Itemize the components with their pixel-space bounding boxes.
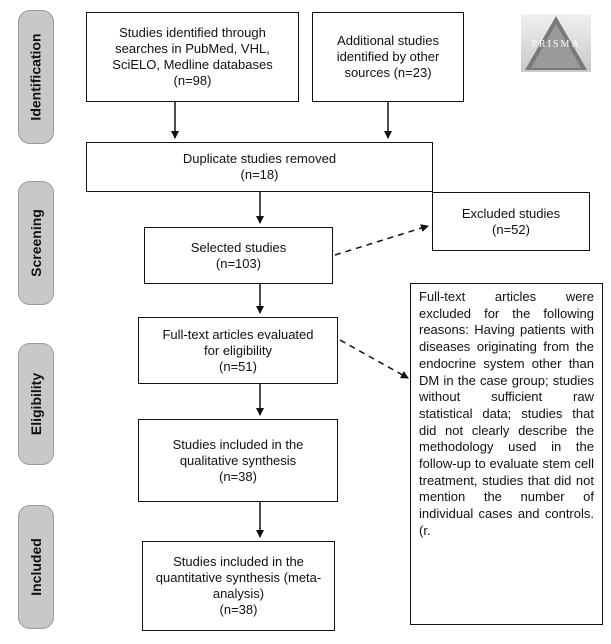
- box-excluded-line2: (n=52): [492, 221, 530, 237]
- box-identified-line2: searches in PubMed, VHL,: [115, 41, 270, 56]
- box-qualitative-line2: qualitative synthesis: [179, 452, 297, 468]
- box-additional-line3: sources (n=23): [344, 65, 432, 80]
- box-studies-identified: Studies identified through searches in P…: [86, 12, 299, 102]
- box-identified-line1: Studies identified through: [119, 25, 266, 40]
- box-fulltext-line2: for eligibility: [204, 342, 272, 358]
- box-additional-studies: Additional studies identified by other s…: [312, 12, 464, 102]
- box-selected-line1: Selected studies: [190, 239, 287, 255]
- box-selected-line2: (n=103): [215, 255, 262, 271]
- box-fulltext-evaluated: Full-text articles evaluated for eligibi…: [138, 317, 338, 384]
- stage-eligibility: Eligibility: [18, 343, 54, 465]
- box-fulltext-line3: (n=51): [219, 358, 257, 374]
- box-duplicates-line2: (n=18): [240, 167, 279, 182]
- prisma-triangle-icon: [525, 16, 587, 70]
- box-quantitative-line2: quantitative synthesis (meta-: [155, 570, 322, 585]
- box-quantitative-synthesis: Studies included in the quantitative syn…: [142, 541, 335, 631]
- box-selected-studies: Selected studies (n=103): [144, 227, 333, 284]
- prisma-logo-text: PRISMA: [531, 39, 581, 50]
- box-quantitative-line3: analysis): [212, 586, 265, 601]
- box-qualitative-synthesis: Studies included in the qualitative synt…: [138, 419, 338, 502]
- box-qualitative-line3: (n=38): [219, 468, 257, 484]
- box-identified-line3: SciELO, Medline databases: [112, 57, 273, 72]
- box-excluded-line1: Excluded studies: [461, 205, 561, 221]
- box-identified-line4: (n=98): [173, 73, 212, 88]
- box-quantitative-line1: Studies included in the: [173, 554, 304, 569]
- arrow-fulltext-to-reasons: [339, 339, 409, 379]
- box-exclusion-reasons: Full-text articles were excluded for the…: [410, 283, 603, 625]
- box-duplicates-line1: Duplicate studies removed: [182, 151, 337, 166]
- stage-identification: Identification: [18, 10, 54, 144]
- box-additional-line1: Additional studies: [337, 33, 439, 48]
- stage-screening: Screening: [18, 181, 54, 305]
- box-duplicates-removed: Duplicate studies removed (n=18): [86, 142, 433, 192]
- box-quantitative-line4: (n=38): [219, 602, 258, 617]
- stage-included: Included: [18, 505, 54, 629]
- arrow-selected-to-excluded: [334, 224, 429, 256]
- prisma-logo: PRISMA: [521, 14, 591, 72]
- box-additional-line2: identified by other: [336, 49, 440, 64]
- box-excluded-studies: Excluded studies (n=52): [432, 192, 590, 251]
- box-qualitative-line1: Studies included in the: [172, 436, 304, 452]
- box-fulltext-line1: Full-text articles evaluated: [162, 326, 314, 342]
